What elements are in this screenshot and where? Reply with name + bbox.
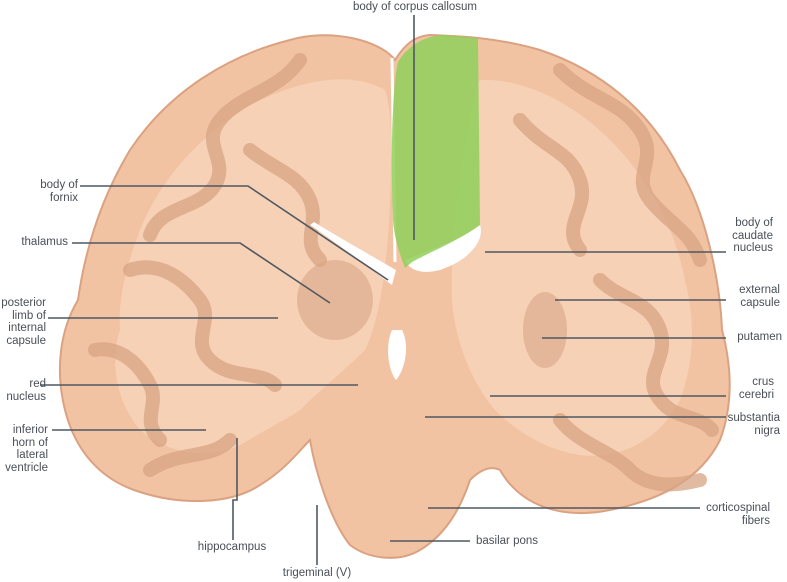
thalamus-region: [297, 260, 373, 340]
label-red-nucleus: red nucleus: [6, 378, 46, 403]
label-posterior-limb-of-internal-capsule: posterior limb of internal capsule: [1, 297, 46, 347]
gyral-folds: [88, 53, 719, 492]
label-basilar-pons: basilar pons: [476, 535, 539, 547]
third-ventricle: [388, 330, 407, 380]
label-inferior-horn-of-lateral-ventricle: inferior horn of lateral ventricle: [5, 424, 48, 474]
ventricle: [310, 222, 396, 285]
label-putamen: putamen: [737, 331, 782, 343]
leader-lines: [40, 15, 726, 565]
label-thalamus: thalamus: [21, 236, 68, 248]
label-substantia-nigra: substantia nigra: [727, 412, 780, 437]
label-body-of-caudate-nucleus: body of caudate nucleus: [732, 217, 773, 254]
brain-section-image: [58, 33, 731, 559]
label-body-of-corpus-callosum: body of corpus callosum: [352, 1, 477, 13]
label-external-capsule: external capsule: [739, 284, 780, 309]
white-matter-right: [451, 79, 692, 456]
lateral-ventricle-right: [405, 225, 481, 272]
label-body-of-fornix: body of fornix: [40, 179, 78, 204]
label-crus-cerebri: crus cerebri: [738, 376, 774, 401]
putamen-region: [523, 292, 567, 368]
corpus-callosum-highlight: [391, 35, 480, 268]
white-matter-left: [115, 79, 392, 454]
label-hippocampus: hippocampus: [197, 541, 267, 553]
label-corticospinal-fibers: corticospinal fibers: [706, 502, 770, 527]
label-trigeminal: trigeminal (V): [282, 567, 352, 579]
